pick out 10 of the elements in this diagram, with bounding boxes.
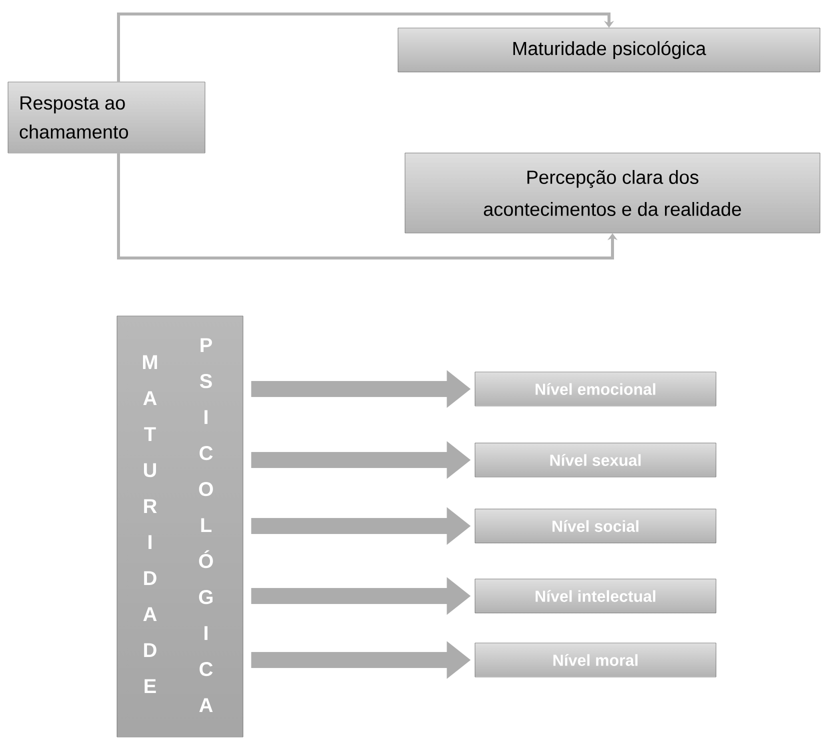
text-box: Percepção clara dos acontecimentos e da realidade xyxy=(404,152,820,234)
level-box: Nível emocional xyxy=(474,372,716,406)
vertical-banner: MATURIDADE PSICOLÓGICA xyxy=(116,316,244,738)
level-box: Nível social xyxy=(474,508,716,544)
text-box: Resposta ao chamamento xyxy=(8,82,206,154)
level-box: Nível intelectual xyxy=(474,578,716,614)
level-box: Nível sexual xyxy=(474,442,716,478)
level-box: Nível moral xyxy=(474,642,716,678)
arrow xyxy=(117,12,614,82)
text-box: Maturidade psicológica xyxy=(398,28,820,72)
